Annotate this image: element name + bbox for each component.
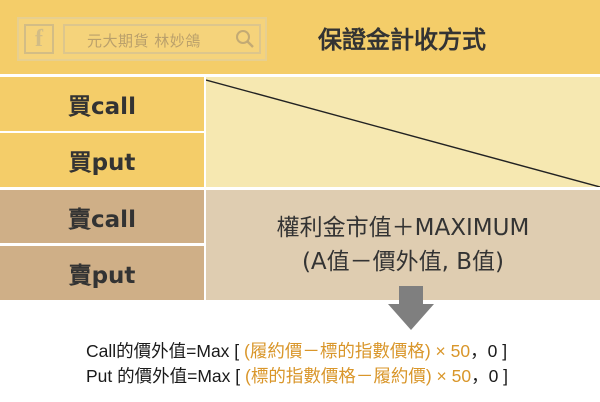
put-otm-formula: Put 的價外值=Max [ (標的指數價格－履約價) × 50，0 ] xyxy=(86,363,508,388)
put-formula-suffix: ，0 ] xyxy=(471,366,509,386)
watermark: f 元大期貨 林妙鴿 xyxy=(17,17,267,61)
no-margin-cell xyxy=(206,77,600,187)
row-label-sell-call: 賣call xyxy=(0,190,204,243)
call-otm-formula: Call的價外值=Max [ (履約價－標的指數價格) × 50，0 ] xyxy=(86,338,507,363)
row-label-buy-call: 買call xyxy=(0,77,204,131)
watermark-search-box: 元大期貨 林妙鴿 xyxy=(63,24,261,54)
row-label-sell-put: 賣put xyxy=(0,246,204,300)
table-title: 保證金計收方式 xyxy=(204,0,600,74)
put-formula-prefix: Put 的價外值=Max [ xyxy=(86,366,245,386)
put-formula-expression: (標的指數價格－履約價) × 50 xyxy=(245,366,472,386)
facebook-icon: f xyxy=(24,24,54,54)
corner-cell xyxy=(0,0,204,74)
margin-formula-cell: 權利金市值＋MAXIMUM (A值－價外值, B值) xyxy=(206,190,600,300)
formula-line-1: 權利金市值＋MAXIMUM xyxy=(276,215,530,241)
watermark-text: 元大期貨 林妙鴿 xyxy=(87,32,201,50)
row-label-buy-put: 買put xyxy=(0,133,204,187)
call-formula-prefix: Call的價外值=Max [ xyxy=(86,341,245,361)
formula-line-2: (A值－價外值, B值) xyxy=(301,249,505,275)
diagonal-slash xyxy=(206,79,600,187)
search-icon xyxy=(236,30,254,48)
call-formula-suffix: ，0 ] xyxy=(470,341,508,361)
down-arrow-icon xyxy=(388,286,434,330)
call-formula-expression: (履約價－標的指數價格) × 50 xyxy=(244,341,471,361)
